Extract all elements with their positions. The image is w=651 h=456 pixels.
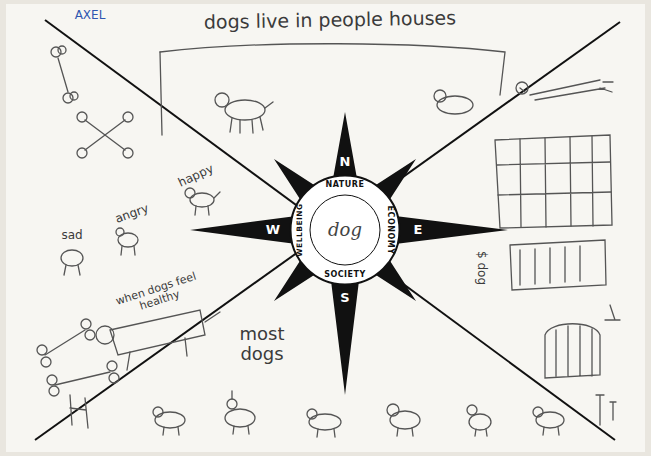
- compass-letter: N: [340, 155, 351, 169]
- compass-letter: S: [340, 291, 349, 305]
- ring-word: NATURE: [326, 181, 365, 190]
- handwritten-note: $ dog: [474, 251, 487, 285]
- ring-word: ECONOMY: [386, 206, 395, 255]
- ring-word: WELLBEING: [296, 203, 304, 257]
- center-word: dog: [328, 220, 362, 240]
- handwritten-note: most dogs: [231, 324, 293, 364]
- compass-letter: W: [266, 223, 280, 237]
- handwritten-note: angry: [113, 202, 150, 226]
- handwritten-note: dogs live in people houses: [204, 7, 457, 32]
- compass-letter: E: [414, 223, 423, 237]
- handwritten-note: when dogs feel healthy: [98, 265, 218, 324]
- ring-word: SOCIETY: [324, 271, 366, 280]
- compass-circle: NATURE ECONOMY SOCIETY WELLBEING dog: [289, 174, 401, 286]
- author-name: AXEL: [75, 9, 106, 22]
- handwritten-note: sad: [61, 229, 82, 242]
- handwritten-note: happy: [176, 162, 215, 190]
